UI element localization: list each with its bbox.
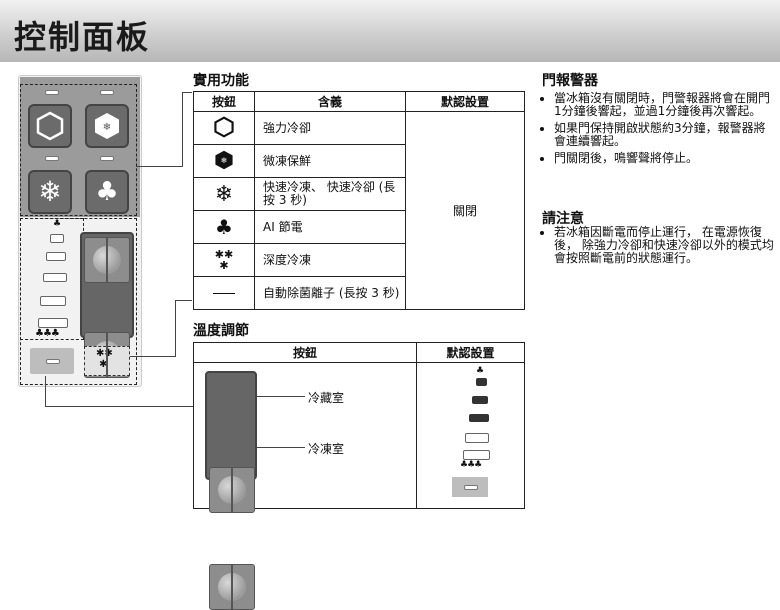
function-meaning: 深度冷凍 [254, 243, 406, 277]
level-indicator [50, 234, 64, 243]
list-item: 如果門保持開啟狀態約3分鐘，報警器將會連續響起。 [554, 122, 774, 148]
function-meaning: 快速冷凍、 快速冷卻 (長按 3 秒) [254, 177, 406, 211]
function-meaning: 強力冷卻 [254, 111, 406, 145]
table-row: ❄ 微凍保鮮 [193, 144, 525, 178]
micro-freeze-button[interactable]: ❄ [85, 104, 129, 148]
list-item: 當冰箱沒有關閉時，門警報器將會在開門1分鐘後響起，並過1分鐘後再次響起。 [554, 92, 774, 118]
level-min-icon: ♣ [53, 219, 62, 229]
function-group-outline [20, 84, 137, 216]
notice-list: 若冰箱因斷電而停止運行， 在電源恢復後， 除強力冷卻和快速冷卻以外的模式均會按照… [540, 226, 774, 269]
dash-icon [46, 359, 60, 364]
dash-icon [464, 485, 478, 490]
indicator-led [45, 156, 59, 161]
temperature-group-outline [20, 218, 137, 385]
power-cool-button[interactable] [28, 104, 72, 148]
header-banner: 控制面板 [0, 0, 780, 62]
level-indicator [463, 450, 490, 460]
ice-crystal-icon: ❄ [95, 113, 119, 139]
deep-freeze-icon: ✱✱ ✱ [96, 348, 113, 370]
freezer-label: 冷凍室 [308, 442, 345, 456]
snowflake-icon: ❄ [214, 181, 234, 207]
door-alarm-list: 當冰箱沒有關閉時，門警報器將會在開門1分鐘後響起，並過1分鐘後再次響起。 如果門… [540, 92, 774, 169]
leaf-icon: ♣ [95, 177, 119, 207]
level-indicator [38, 318, 68, 328]
dash-icon [213, 292, 235, 294]
column-header: 按鈕 [193, 91, 255, 112]
level-max-icon: ♣♣♣ [460, 460, 482, 470]
fridge-temp-button[interactable] [84, 237, 130, 283]
hexagon-icon [214, 115, 234, 138]
level-indicator [46, 252, 66, 261]
table-row: ❄ 快速冷凍、 快速冷卻 (長按 3 秒) [193, 177, 525, 211]
temperature-title: 溫度調節 [193, 323, 249, 339]
function-meaning: 自動除菌離子 (長按 3 秒) [254, 276, 406, 310]
level-indicator [465, 433, 489, 443]
freezer-dial-icon [209, 564, 255, 610]
column-header: 按鈕 [193, 342, 417, 363]
level-indicator [40, 296, 66, 306]
indicator-led [100, 156, 114, 161]
deep-freeze-icon: ✱✱✱ [214, 247, 234, 272]
table-row: ✱✱✱ 深度冷凍 [193, 243, 525, 277]
column-header: 含義 [254, 91, 406, 112]
temperature-dial-illustration [205, 371, 257, 480]
level-indicator-on [476, 378, 487, 386]
notice-title: 請注意 [542, 211, 584, 227]
ion-button[interactable] [30, 348, 74, 374]
list-item: 若冰箱因斷電而停止運行， 在電源恢復後， 除強力冷卻和快速冷卻以外的模式均會按照… [554, 226, 774, 265]
functions-table: 按鈕 含義 默認設置 強力冷卻 關閉 ❄ 微凍保鮮 ❄ 快速冷凍、 快速冷卻 (… [193, 91, 525, 310]
fridge-label: 冷藏室 [308, 391, 345, 405]
level-min-icon: ♣ [476, 366, 485, 376]
ion-indicator [452, 477, 488, 497]
fridge-dial-icon [209, 467, 255, 513]
level-indicator-on [472, 396, 488, 404]
table-row: 自動除菌離子 (長按 3 秒) [193, 276, 525, 310]
page-title: 控制面板 [14, 18, 151, 56]
svg-text:❄: ❄ [103, 122, 111, 133]
snowflake-icon: ❄ [38, 175, 62, 208]
leaf-icon: ♣ [215, 215, 233, 239]
hexagon-icon [36, 111, 64, 141]
ai-energy-save-button[interactable]: ♣ [85, 170, 129, 214]
function-meaning: 微凍保鮮 [254, 144, 406, 178]
column-header: 默認設置 [405, 91, 525, 112]
table-row: 強力冷卻 關閉 [193, 111, 525, 310]
door-alarm-title: 門報警器 [542, 73, 598, 89]
level-indicator [43, 273, 67, 282]
table-row: ♣ AI 節電 [193, 210, 525, 244]
level-indicator-on [469, 414, 489, 422]
list-item: 門關閉後，鳴響聲將停止。 [554, 152, 774, 165]
quick-freeze-button[interactable]: ❄ [28, 170, 72, 214]
ice-crystal-icon: ❄ [215, 150, 233, 169]
level-max-icon: ♣♣♣ [35, 328, 60, 339]
function-meaning: AI 節電 [254, 210, 406, 244]
function-default: 關閉 [405, 111, 525, 310]
indicator-led [100, 90, 114, 95]
column-header: 默認設置 [416, 342, 525, 363]
indicator-led [45, 90, 59, 95]
svg-text:❄: ❄ [221, 155, 228, 164]
functions-title: 實用功能 [193, 73, 249, 89]
